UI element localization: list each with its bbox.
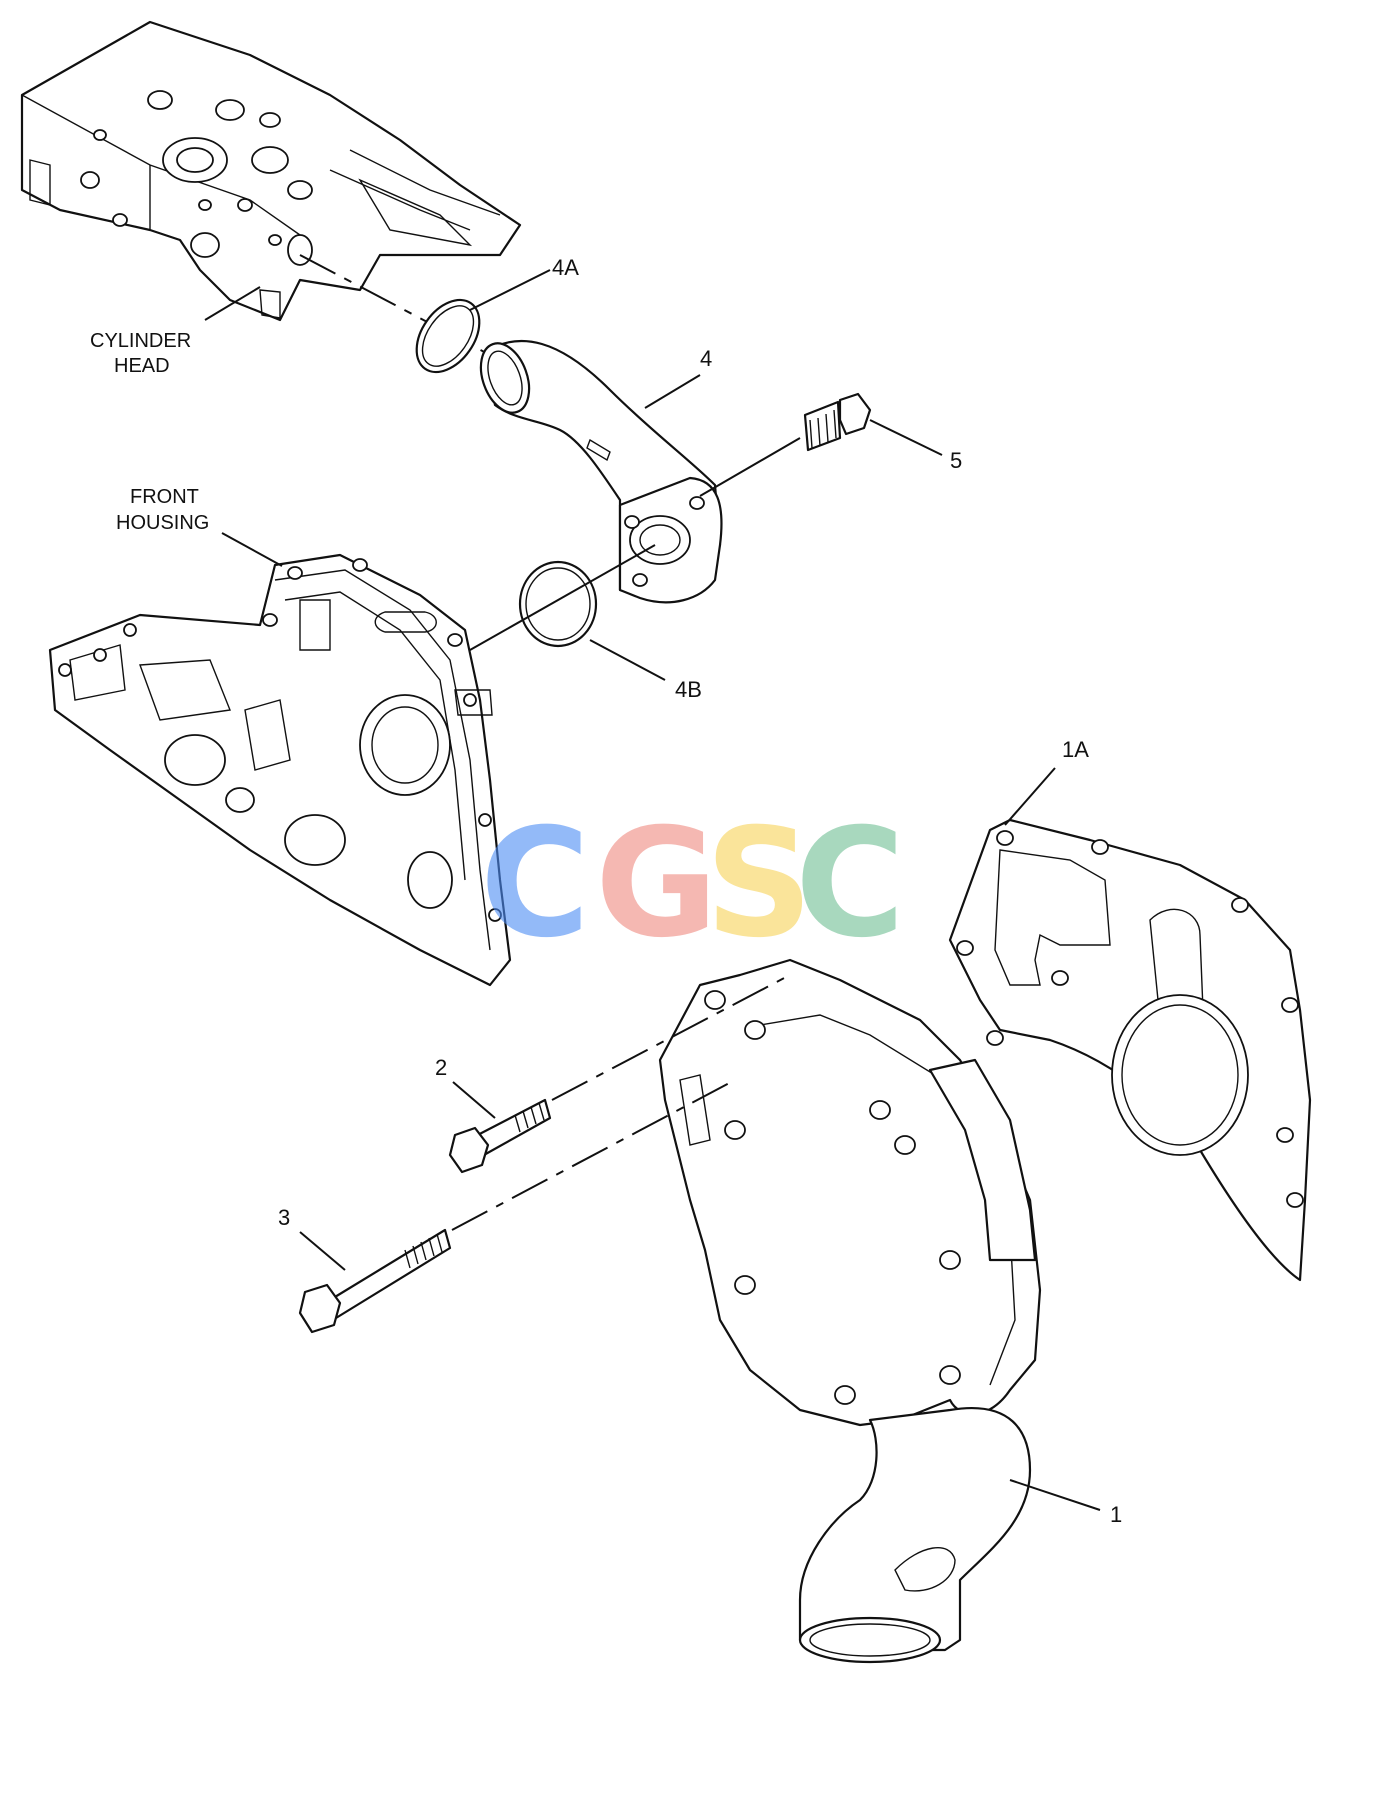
- front-housing-label-1: FRONT: [130, 486, 199, 508]
- cgsc-watermark-logo: C G S C: [480, 797, 905, 971]
- o-ring-4b: [518, 560, 598, 648]
- cylinder-head-label-2: HEAD: [114, 355, 170, 377]
- callout-4-leader: [644, 374, 701, 409]
- front-housing-leader: [221, 532, 283, 567]
- callout-2-leader: [452, 1081, 496, 1119]
- cylinder-head-label-1: CYLINDER: [90, 330, 191, 352]
- front-housing: [48, 553, 512, 987]
- o-ring-4a-inner: [421, 305, 475, 367]
- watermark-letter-c2: C: [795, 797, 905, 971]
- watermark-letter-s: S: [705, 797, 813, 971]
- watermark-letter-c1: C: [480, 797, 590, 971]
- head-to-tube-centerline: [299, 254, 491, 356]
- callout-2: 2: [435, 1055, 447, 1080]
- callout-1: 1: [1110, 1502, 1122, 1527]
- o-ring-4a: [415, 298, 481, 374]
- housing-to-tube-centerline: [469, 544, 656, 651]
- bolt-2: [448, 1098, 552, 1174]
- gasket-1a: [948, 818, 1312, 1282]
- front-housing-label-2: HOUSING: [116, 512, 209, 534]
- callout-4a-leader: [469, 269, 551, 311]
- cylinder-head-leader: [204, 286, 261, 321]
- water-outlet-tube: [479, 339, 723, 604]
- callout-1-leader: [1009, 1479, 1101, 1511]
- bolt-5: [803, 392, 872, 452]
- water-pump: [658, 958, 1042, 1664]
- callout-1a-leader: [1004, 767, 1056, 826]
- callout-4b-leader: [589, 639, 666, 681]
- bolt-3-centerline: [451, 1079, 736, 1231]
- callout-5-leader: [869, 419, 943, 456]
- bolt-2-centerline: [551, 974, 791, 1101]
- watermark-letter-g: G: [595, 797, 718, 971]
- callout-4: 4: [700, 346, 712, 371]
- callout-1a: 1A: [1062, 737, 1089, 762]
- cylinder-head: [20, 20, 522, 322]
- callout-3-leader: [299, 1231, 346, 1271]
- callout-4b: 4B: [675, 677, 702, 702]
- bolt-3: [298, 1228, 452, 1334]
- callout-5: 5: [950, 448, 962, 473]
- callout-4a: 4A: [552, 255, 579, 280]
- callout-3: 3: [278, 1205, 290, 1230]
- bolt-5-centerline: [699, 437, 801, 497]
- o-ring-4b-inner: [525, 567, 591, 641]
